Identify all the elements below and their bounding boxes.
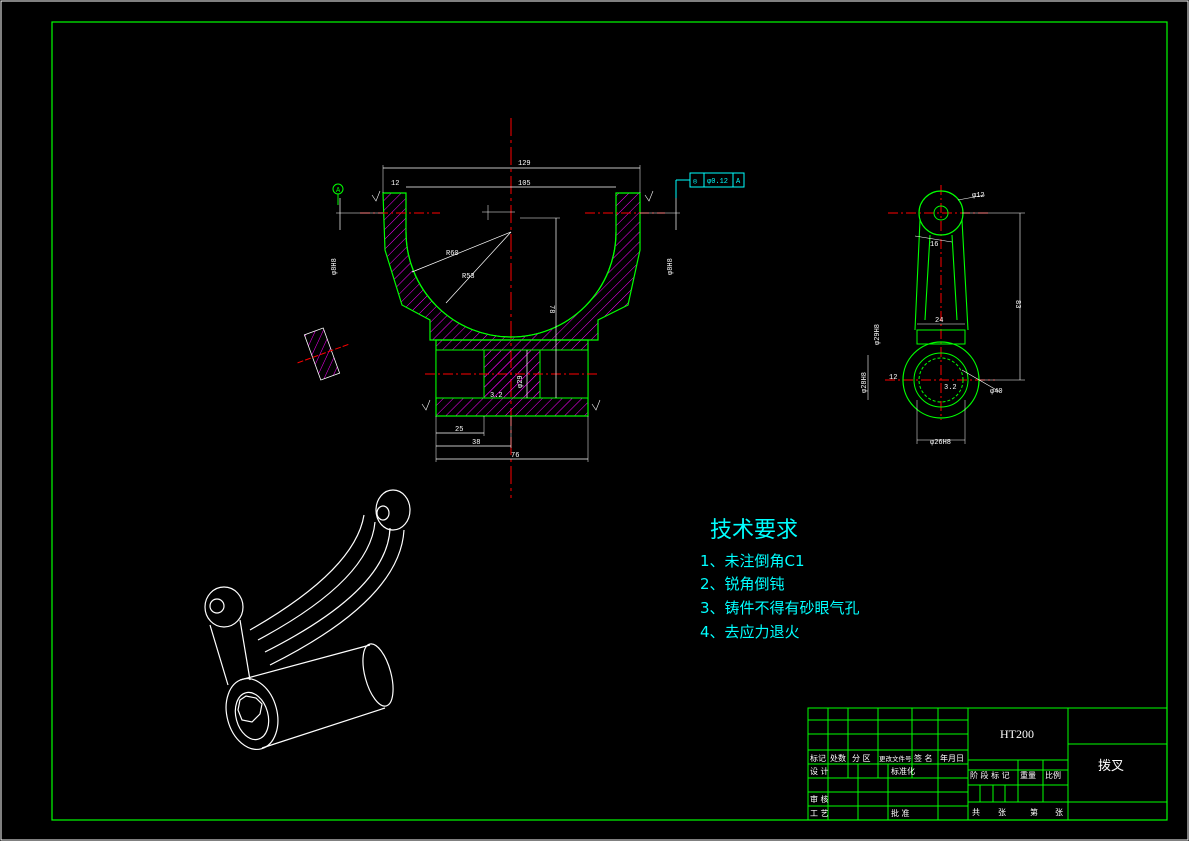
requirement-3: 3、铸件不得有砂眼气孔 bbox=[700, 599, 860, 617]
svg-text:签 名: 签 名 bbox=[914, 753, 933, 763]
removed-section bbox=[297, 327, 349, 381]
requirement-4: 4、去应力退火 bbox=[700, 623, 800, 641]
stage-label: 阶 段 标 记 bbox=[970, 770, 1010, 780]
side-spline-bottom: φ26H8 bbox=[930, 439, 951, 447]
svg-text:A: A bbox=[736, 178, 741, 186]
side-length: 83 bbox=[1013, 300, 1021, 308]
side-spline: φ29H8 bbox=[874, 324, 882, 345]
dim-hub-mid: 38 bbox=[472, 439, 480, 447]
svg-text:张: 张 bbox=[1055, 808, 1063, 817]
dim-lug: 12 bbox=[391, 180, 399, 188]
material: HT200 bbox=[1000, 727, 1034, 741]
tolerance-frame: ◎ φ0.12 A bbox=[675, 172, 745, 198]
dim-height: 78 bbox=[547, 305, 555, 313]
scale-label: 比例 bbox=[1045, 770, 1061, 780]
technical-requirements: 技术要求 1、未注倒角C1 2、锐角倒钝 3、铸件不得有砂眼气孔 4、去应力退火 bbox=[700, 518, 860, 641]
process-label: 工 艺 bbox=[810, 809, 829, 818]
svg-text:更改文件号: 更改文件号 bbox=[879, 754, 912, 763]
side-hub-dia: φ40 bbox=[990, 388, 1003, 396]
dim-hub-total: 76 bbox=[511, 452, 519, 460]
requirement-1: 1、未注倒角C1 bbox=[700, 552, 805, 570]
svg-text:第: 第 bbox=[1030, 807, 1038, 817]
dim-dia-left: φ8H8 bbox=[331, 258, 339, 275]
side-view: φ12 16 83 24 φ40 φ29H8 φ26H8 φ28H8 12 3.… bbox=[861, 185, 1025, 447]
standardization-label: 标准化 bbox=[891, 766, 915, 776]
rough-3: 3.2 bbox=[490, 392, 503, 400]
svg-text:分 区: 分 区 bbox=[852, 754, 871, 763]
weight-label: 重量 bbox=[1020, 770, 1036, 780]
svg-text:φ0.12: φ0.12 bbox=[707, 178, 728, 186]
svg-text:张: 张 bbox=[998, 808, 1006, 817]
dim-bore-radius: R60 bbox=[446, 250, 459, 258]
part-name: 拨叉 bbox=[1098, 759, 1124, 774]
datum-label: A bbox=[336, 187, 341, 195]
title-block-text: HT200 拨叉 标记 处数 分 区 更改文件号 签 名 年月日 设 计 标准化… bbox=[810, 727, 1124, 818]
side-rough: 3.2 bbox=[944, 384, 957, 392]
design-label: 设 计 bbox=[810, 766, 829, 776]
svg-text:◎: ◎ bbox=[693, 178, 698, 186]
front-view: 129 105 12 R60 R53 78 φ29 25 38 76 bbox=[331, 118, 745, 498]
side-pin-hole: φ12 bbox=[972, 192, 985, 200]
dim-dia-right: φ8H8 bbox=[667, 258, 675, 275]
title-block bbox=[807, 707, 1168, 821]
svg-text:标记: 标记 bbox=[810, 753, 826, 763]
svg-text:共: 共 bbox=[972, 808, 980, 817]
side-key: 12 bbox=[889, 374, 897, 382]
requirement-2: 2、锐角倒钝 bbox=[700, 575, 785, 593]
svg-text:年月日: 年月日 bbox=[940, 753, 964, 763]
side-hub-width: 24 bbox=[935, 317, 943, 325]
dim-outer-radius: R53 bbox=[462, 273, 475, 281]
drawing-frame bbox=[51, 21, 1168, 821]
review-label: 审 核 bbox=[810, 794, 829, 804]
svg-text:处数: 处数 bbox=[830, 753, 846, 763]
side-bore-left: φ28H8 bbox=[861, 372, 869, 393]
dim-overall-width: 129 bbox=[518, 160, 531, 168]
side-lever-width: 16 bbox=[930, 241, 938, 249]
requirements-title: 技术要求 bbox=[710, 518, 798, 543]
approve-label: 批 准 bbox=[891, 808, 910, 818]
dim-inner-width: 105 bbox=[518, 180, 531, 188]
dim-hub-left: 25 bbox=[455, 426, 463, 434]
dim-hub-dia: φ29 bbox=[517, 375, 525, 388]
isometric-view bbox=[204, 489, 411, 750]
